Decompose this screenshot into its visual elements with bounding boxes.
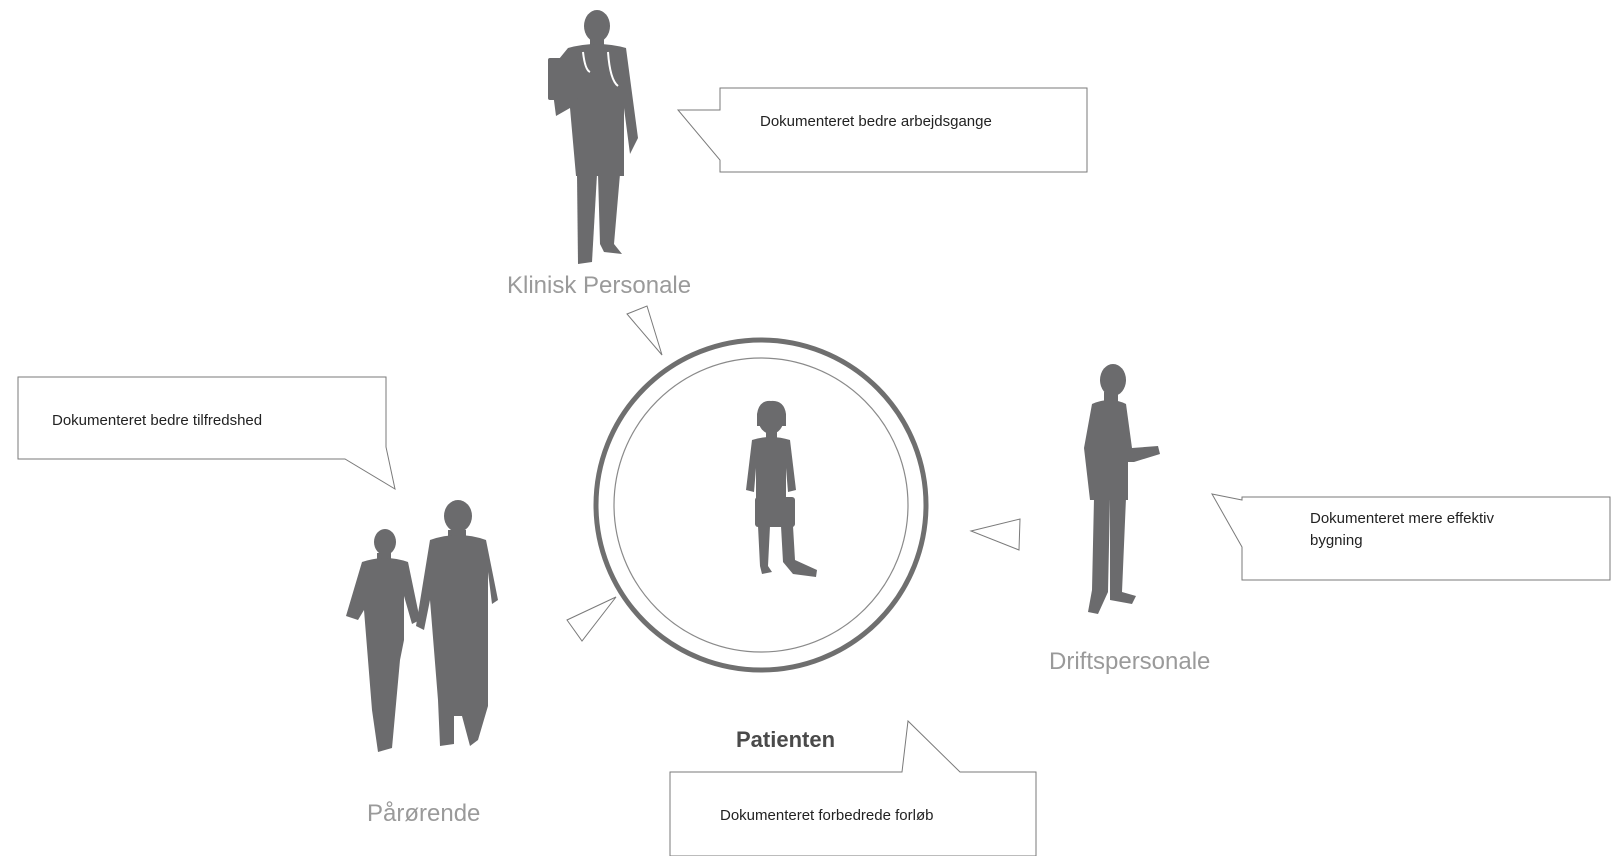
role-label-patient: Patienten (736, 727, 836, 752)
relatives-couple-silhouette-icon (346, 500, 498, 752)
callout-bubble-relatives (17, 376, 396, 491)
callout-text-patient: Dokumenteret forbedrede forløb (720, 807, 934, 824)
callout-text-clinical: Dokumenteret bedre arbejdsgange (760, 113, 992, 130)
arrow-icon (566, 596, 617, 642)
role-label-operations: Driftspersonale (1049, 648, 1211, 675)
callout-bubble-clinical (676, 87, 1088, 173)
doctor-silhouette-icon (548, 10, 638, 264)
operations-staff-silhouette-icon (1084, 364, 1160, 614)
callout-text-relatives: Dokumenteret bedre tilfredshed (52, 412, 263, 429)
callout-text-operations: Dokumenteret mere effektiv bygning (1310, 510, 1494, 549)
role-label-clinical: Klinisk Personale (507, 272, 692, 299)
arrow-icon (969, 518, 1021, 551)
patient-child-silhouette-icon (746, 400, 817, 577)
callout-bubble-operations (1211, 493, 1611, 581)
callout-bubble-patient (669, 719, 1037, 856)
arrow-icon (626, 305, 663, 356)
role-label-relatives: Pårørende (367, 800, 481, 827)
